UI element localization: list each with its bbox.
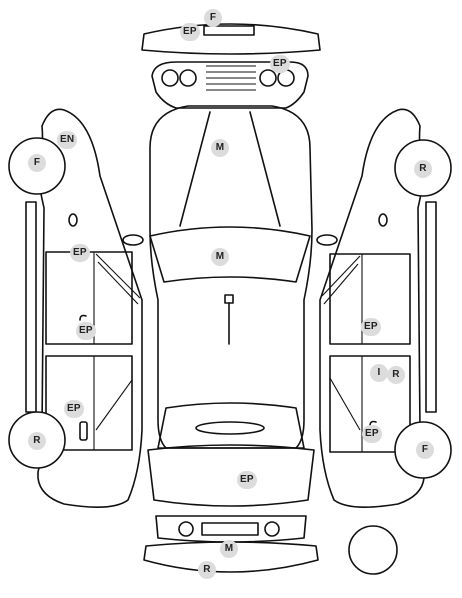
- left-front-fender-en-badge[interactable]: EN: [57, 131, 78, 149]
- left-rear-door-ep-badge[interactable]: EP: [64, 400, 84, 418]
- right-front-wheel-badge[interactable]: F: [416, 441, 434, 459]
- right-front-door-ep-badge[interactable]: EP: [361, 318, 381, 336]
- spare-wheel-outline[interactable]: [348, 525, 398, 575]
- right-side-outline[interactable]: [319, 108, 452, 508]
- headlights-ep-badge[interactable]: EP: [270, 55, 290, 73]
- front-grille-outline[interactable]: [151, 61, 309, 109]
- left-front-wheel-badge[interactable]: F: [28, 154, 46, 172]
- right-rear-door-r-badge[interactable]: R: [387, 366, 405, 384]
- front-bumper-outline[interactable]: [141, 23, 321, 55]
- front-bumper-code-badge[interactable]: F: [204, 9, 222, 27]
- hood-m-badge[interactable]: M: [211, 139, 229, 157]
- left-rear-wheel-badge[interactable]: R: [28, 432, 46, 450]
- left-side-outline[interactable]: [8, 108, 143, 508]
- windshield-m-badge[interactable]: M: [211, 248, 229, 266]
- rear-bumper-m-badge[interactable]: M: [220, 540, 238, 558]
- right-rear-wheel-badge[interactable]: R: [414, 160, 432, 178]
- trunk-ep-badge[interactable]: EP: [237, 471, 257, 489]
- car-body-outline[interactable]: [122, 105, 338, 507]
- rear-bumper-outline[interactable]: [143, 541, 319, 573]
- front-bumper-ep-badge[interactable]: EP: [180, 23, 200, 41]
- rear-bumper-r-badge[interactable]: R: [198, 561, 216, 579]
- right-rear-door-i-badge[interactable]: I: [370, 364, 388, 382]
- right-rear-handle-ep-badge[interactable]: EP: [362, 425, 382, 443]
- left-front-door-ep-badge[interactable]: EP: [70, 244, 90, 262]
- left-front-door-handle-ep-badge[interactable]: EP: [76, 322, 96, 340]
- rear-lights-outline[interactable]: [155, 515, 307, 543]
